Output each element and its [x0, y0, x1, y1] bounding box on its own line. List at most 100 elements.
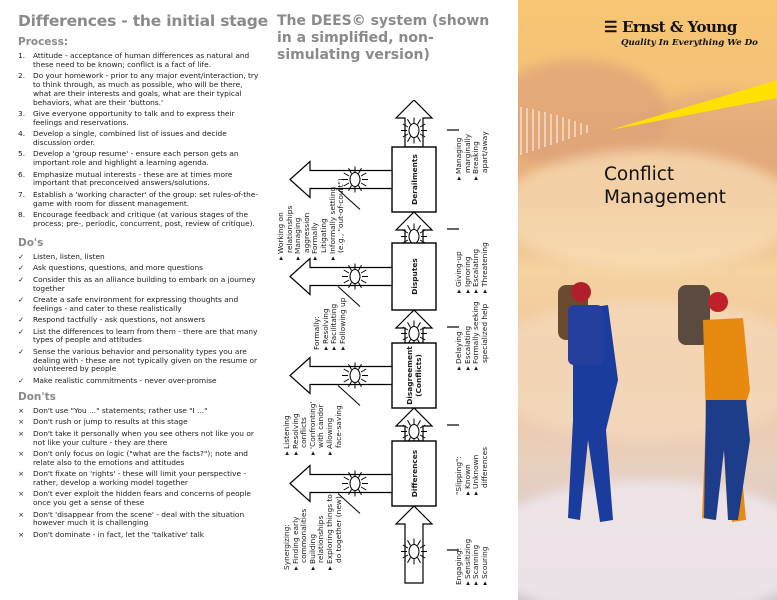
stage-box-label: Disputes: [409, 258, 419, 295]
do-item: ✓Respond tactfully - ask questions, not …: [18, 315, 260, 325]
diagram-label: ▸ Delaying▸ Escalating▸ Formally seeking…: [454, 301, 489, 370]
list-marker: 8.: [18, 209, 26, 219]
burst-ray: [348, 264, 352, 271]
diagram-label: ▸ Giving-up▸ Ignoring▸ Escalating▸ Threa…: [454, 242, 489, 293]
burst-ray: [402, 229, 409, 234]
burst-ray: [417, 118, 421, 125]
cover-title-line2: Management: [604, 187, 726, 208]
burst-ray: [358, 185, 362, 192]
burst-ray: [419, 229, 426, 234]
do-item: ✓ Make realistic commitments - never over…: [18, 375, 260, 386]
list-text: Do your homework - prior to any major ev…: [33, 71, 259, 107]
burst-ray: [343, 368, 350, 373]
burst-ray: [402, 434, 409, 439]
list-text: Respond tactfully - ask questions, not a…: [33, 315, 206, 325]
exit-arrow: [289, 356, 393, 395]
list-marker: ✓: [18, 375, 25, 385]
list-text: Make realistic commitments - never over-…: [33, 375, 217, 385]
process-item: 6.Emphasize mutual interests - these are…: [18, 169, 260, 189]
label-line: do together (new): [333, 496, 343, 570]
pointer-line: [337, 493, 361, 514]
cover-title: Conflict Management: [604, 163, 726, 209]
list-text: Create a safe environment for expressing…: [33, 294, 239, 313]
donts-heading: Don'ts: [18, 391, 56, 403]
eye-icon: [408, 544, 420, 559]
do-item: ✓List the differences to learn from them…: [18, 326, 260, 346]
burst-ray: [360, 476, 367, 481]
climber-left: [558, 282, 618, 522]
burst-ray: [419, 544, 426, 549]
cover-panel: ☰Ernst & Young Quality In Everything We …: [518, 0, 777, 600]
label-line: apart/away: [479, 131, 489, 180]
list-text: Don't ever exploit the hidden fears and …: [33, 489, 251, 508]
burst-ray: [417, 419, 421, 426]
eye-icon: [408, 123, 420, 138]
process-item: 5.Develop a 'group resume' - ensure each…: [18, 149, 260, 168]
list-marker: 6.: [18, 169, 26, 179]
list-marker: 2.: [18, 71, 26, 81]
dont-item: ×Don't 'disappear from the scene' - deal…: [18, 510, 260, 529]
burst-ray: [358, 381, 362, 388]
list-text: Don't only focus on logic ("what are the…: [33, 448, 248, 467]
dont-item: × Don't only focus on logic ("what are th…: [18, 448, 260, 468]
diagram-graphics: [289, 100, 459, 584]
process-list: 1.Attitude - acceptance of human differe…: [18, 51, 260, 231]
dont-item: ×Don't ever exploit the hidden fears and…: [18, 489, 260, 508]
list-text: List the differences to learn from them …: [33, 326, 258, 345]
eye-icon: [408, 229, 420, 244]
list-text: Listen, listen, listen: [33, 252, 105, 261]
burst-ray: [419, 424, 426, 429]
burst-ray: [417, 136, 421, 143]
burst-ray: [360, 368, 367, 373]
pointer-line: [337, 189, 361, 210]
exit-arrow: [289, 464, 393, 503]
burst-ray: [358, 471, 362, 478]
list-text: Don't take it personally when you see ot…: [33, 428, 254, 447]
burst-ray: [360, 486, 367, 491]
do-item: ✓ Create a safe environment for expressin…: [18, 294, 260, 314]
label-line: ▸ Scouring: [479, 546, 489, 586]
list-marker: ×: [18, 469, 25, 479]
burst-ray: [419, 336, 426, 341]
tagline: Quality In Everything We Do: [621, 38, 758, 48]
burst-ray: [407, 224, 411, 231]
diagram-label: Engaging:▸ Sensitizing▸ Scanning▸ Scouri…: [454, 539, 489, 586]
process-item: 4.Develop a single, combined list of iss…: [18, 129, 260, 148]
burst-ray: [348, 363, 352, 370]
burst-ray: [343, 269, 350, 274]
pointer-line: [337, 286, 361, 307]
burst-ray: [360, 269, 367, 274]
label-line: ▸ Following up: [337, 297, 347, 350]
burst-ray: [348, 489, 352, 496]
burst-ray: [402, 326, 409, 331]
list-marker: ✓: [18, 263, 25, 273]
burst-ray: [343, 182, 350, 187]
list-text: Attitude - acceptance of human differenc…: [33, 51, 250, 69]
burst-ray: [402, 336, 409, 341]
label-line: (e.g., "out-of-court"): [336, 178, 346, 260]
process-item: 3.Give everyone opportunity to talk and …: [18, 108, 260, 128]
process-item: 1.Attitude - acceptance of human differe…: [18, 51, 260, 70]
yellow-beam: [610, 80, 777, 130]
dos-list: ✓Listen, listen, listen✓Ask questions, q…: [18, 252, 260, 388]
burst-ray: [348, 167, 352, 174]
burst-ray: [407, 136, 411, 143]
do-item: ✓ Ask questions, questions, and more ques…: [18, 263, 260, 273]
list-text: Ask questions, questions, and more quest…: [33, 263, 204, 273]
burst-ray: [402, 544, 409, 549]
process-item: 8.Encourage feedback and critique (at va…: [18, 209, 260, 229]
climber-right: [678, 285, 750, 522]
do-item: ✓Consider this as an alliance building t…: [18, 275, 260, 294]
label-line: differences: [479, 447, 489, 495]
list-marker: 3.: [18, 108, 26, 118]
do-item: ✓Listen, listen, listen: [18, 252, 260, 262]
burst-ray: [358, 264, 362, 271]
dont-item: ×Don't dominate - in fact, let the 'talk…: [18, 530, 260, 540]
diagram-label: "Slipping":▸ Known▸ Unknown differences: [454, 447, 489, 495]
list-marker: ✓: [18, 294, 25, 304]
burst-ray: [348, 381, 352, 388]
burst-ray: [348, 185, 352, 192]
list-marker: ×: [18, 448, 25, 458]
list-marker: 5.: [18, 149, 26, 159]
stage-box-label: Disagreement (Conflicts): [405, 346, 423, 405]
